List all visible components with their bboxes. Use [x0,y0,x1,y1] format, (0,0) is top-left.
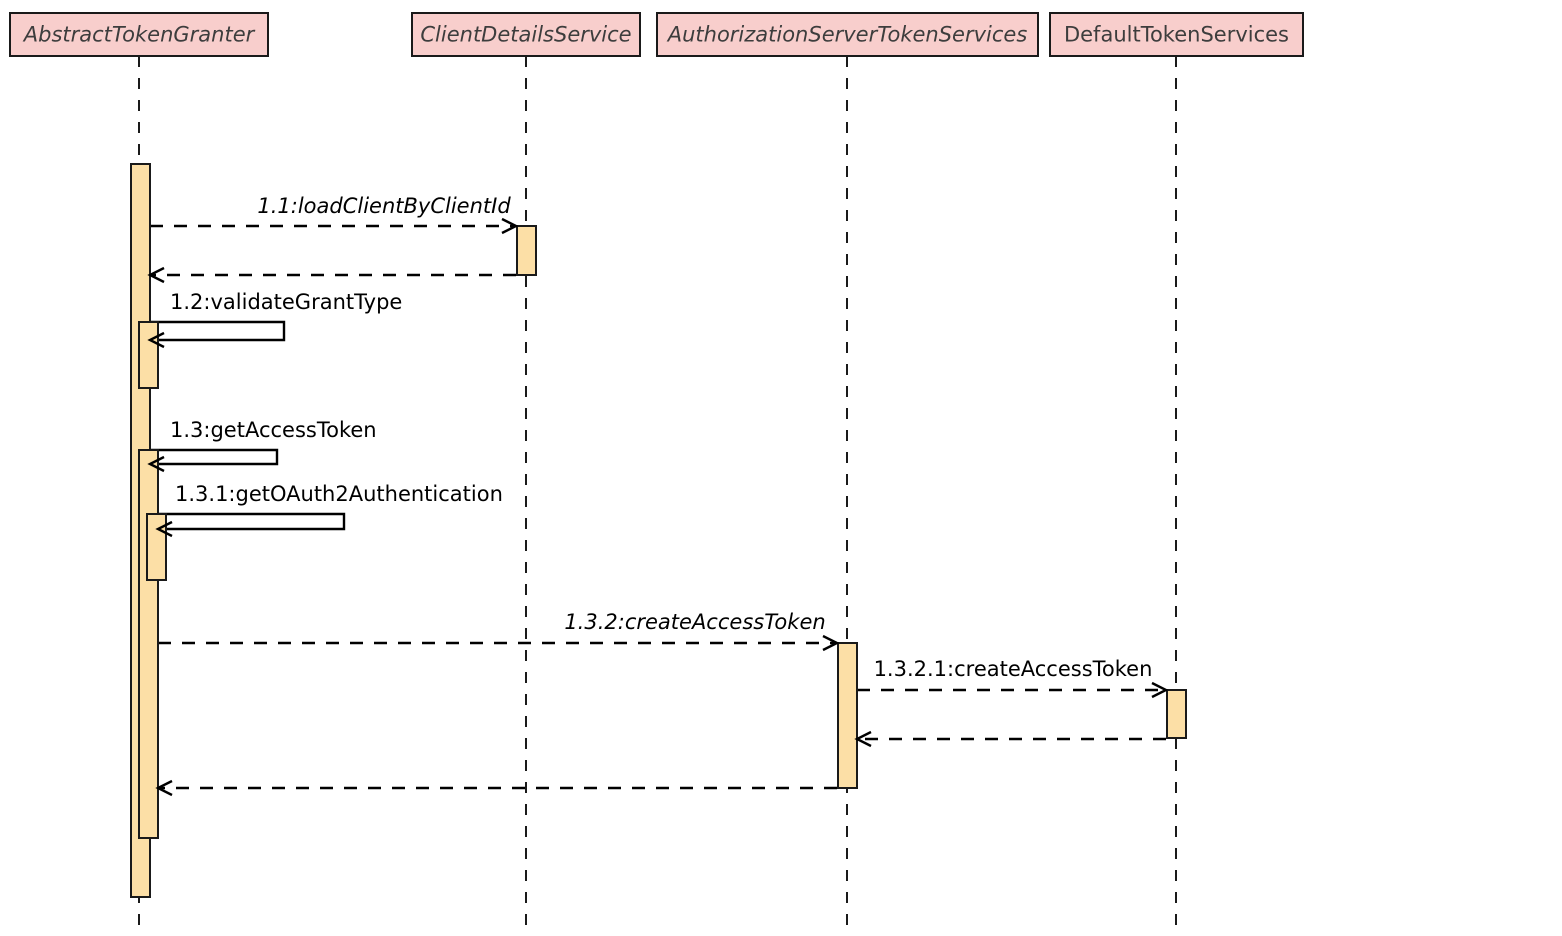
arrowhead-msg-1-3-1 [155,520,173,538]
message-label-msg-1-3-2: 1.3.2:createAccessToken [564,610,825,634]
arrowhead-msg-1-3-2 [822,634,840,652]
message-label-msg-1-1: 1.1:loadClientByClientId [257,194,511,218]
participant-box-default-token-services[interactable] [1049,12,1304,57]
participant-label-abstract-token-granter: AbstractTokenGranter [22,23,256,47]
labels-layer: 1.1:loadClientByClientId 1.2:validateGran… [170,194,1152,681]
arrowhead-msg-1-3-2-1 [1151,681,1169,699]
activation-bar-act-astokens-create [837,642,858,789]
activation-bar-act-atg-get-access-token [138,449,159,839]
participant-box-abstract-token-granter[interactable] [9,12,269,57]
participant-label-default-token-services: DefaultTokenServices [1064,23,1289,47]
activations-layer [130,163,1187,898]
activation-bar-act-atg-get-oauth2-authentication [146,513,167,581]
arrowhead-msg-1-3-2-1-return [854,730,872,748]
activation-bar-act-cds-load-client [516,225,537,276]
participant-box-client-details-service[interactable] [411,12,641,57]
activation-bar-act-atg-validate-grant-type [138,321,159,389]
message-label-msg-1-3: 1.3:getAccessToken [170,418,377,442]
arrowhead-msg-1-3 [147,455,165,473]
participant-label-client-details-service: ClientDetailsService [420,23,631,47]
arrowhead-msg-1-2 [147,331,165,349]
arrowhead-msg-1-1 [501,217,519,235]
message-line-msg-1-3-1[interactable] [158,512,346,531]
message-label-msg-1-3-2-1: 1.3.2.1:createAccessToken [874,657,1153,681]
message-label-msg-1-2: 1.2:validateGrantType [170,290,402,314]
message-line-msg-1-3[interactable] [150,448,279,466]
participant-box-authorization-server-token-services[interactable] [656,12,1039,57]
arrowheads-layer [147,217,1169,797]
participant-heads-layer: AbstractTokenGranter ClientDetailsService… [9,12,1304,57]
activation-bar-act-dts-create [1166,689,1187,739]
arrowhead-msg-1-3-2-return [155,779,173,797]
participant-label-authorization-server-token-services: AuthorizationServerTokenServices [666,23,1028,47]
message-label-msg-1-3-1: 1.3.1:getOAuth2Authentication [175,482,503,506]
message-line-msg-1-2[interactable] [150,320,286,342]
messages-layer [150,224,1166,790]
arrowhead-msg-1-1-return [147,266,165,284]
